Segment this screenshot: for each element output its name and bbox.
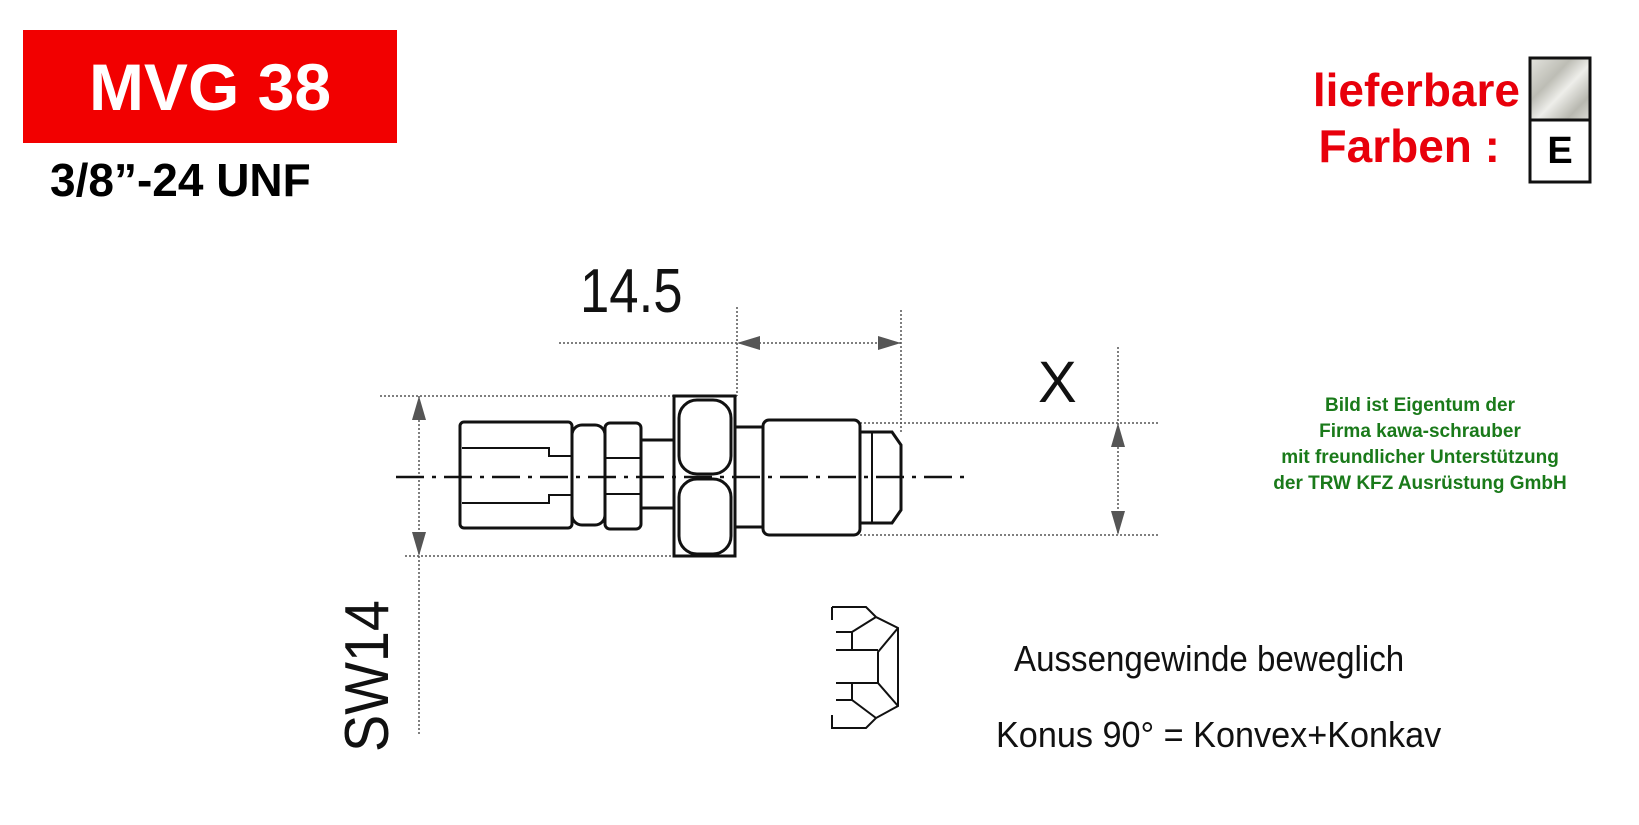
credit-text: Bild ist Eigentum der Firma kawa-schraub… [1273,395,1566,494]
note-external-thread: Aussengewinde beweglich [1014,640,1404,680]
credit-line: Firma kawa-schrauber [1319,421,1521,442]
note-cone: Konus 90° = Konvex+Konkav [996,715,1442,755]
product-title: MVG 38 [89,50,331,124]
credit-line: mit freundlicher Unterstützung [1281,447,1559,468]
thread-dimension-label: X [1038,350,1077,415]
wrench-size-label: SW14 [333,600,401,752]
color-swatch-e [1528,118,1592,184]
fitting-drawing [396,394,970,558]
cone-symbol-icon [831,606,899,729]
color-swatch-e-label: E [1547,130,1572,172]
title-banner [23,30,397,143]
colors-label-line2: Farben : [1319,120,1500,172]
length-dimension-label: 14.5 [580,257,683,326]
credit-line: Bild ist Eigentum der [1325,395,1516,416]
credit-line: der TRW KFZ Ausrüstung GmbH [1273,473,1566,494]
thread-spec: 3/8”-24 UNF [50,154,311,206]
colors-label-line1: lieferbare [1313,64,1520,116]
color-swatch-silver [1528,56,1592,122]
